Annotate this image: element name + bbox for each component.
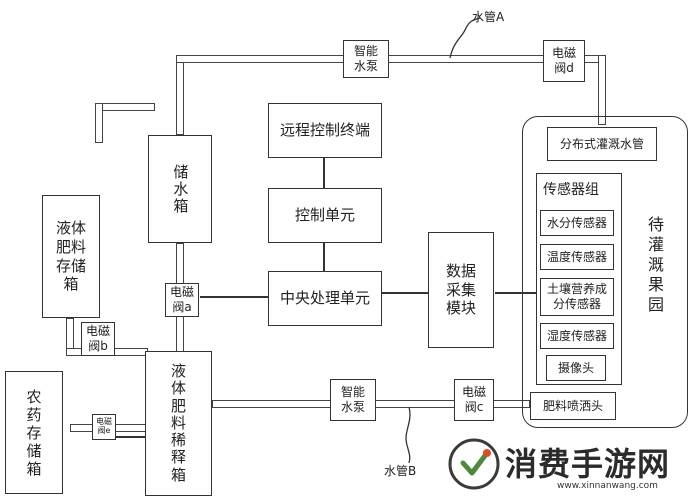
line-cpu-to-valve-a <box>200 296 268 298</box>
remote-terminal: 远程控制终端 <box>268 103 382 158</box>
pipe-tank-left <box>95 103 155 111</box>
remote-terminal-label: 远程控制终端 <box>279 121 370 140</box>
pipe-tank-left-down <box>95 103 103 143</box>
dilution-tank-label: 液体肥料稀释箱 <box>170 362 186 484</box>
watermark-text: 消费手游网 <box>505 445 671 483</box>
cpu-unit: 中央处理单元 <box>268 271 382 326</box>
fertilizer-sprayer-label: 肥料喷洒头 <box>542 398 603 413</box>
watermark: 消费手游网 www.xinnanwang.com <box>445 435 690 497</box>
sensor-soil: 土壤营养成分传感器 <box>540 278 614 316</box>
pipe-b-leader <box>405 406 411 464</box>
sensor-moisture-label: 水分传感器 <box>546 215 607 230</box>
liquid-fert-storage-label: 液体肥料存储箱 <box>55 219 86 294</box>
pump-bottom-label: 智能水泵 <box>340 385 365 414</box>
sensor-humidity: 湿度传感器 <box>540 323 614 349</box>
valve-c-label: 电磁阀c <box>461 385 486 414</box>
valve-a: 电磁阀a <box>165 283 199 317</box>
line-data-to-sensors <box>495 292 537 294</box>
water-tank: 储水箱 <box>148 135 212 243</box>
fertilizer-sprayer: 肥料喷洒头 <box>530 392 616 420</box>
distributed-pipe-label: 分布式灌溉水管 <box>559 136 644 151</box>
pump-top: 智能水泵 <box>343 40 389 78</box>
sensor-group: 传感器组 <box>536 173 622 385</box>
pipe-b-label: 水管B <box>384 464 417 478</box>
dilution-tank: 液体肥料稀释箱 <box>145 351 212 496</box>
cpu-unit-label: 中央处理单元 <box>279 289 370 308</box>
liquid-fert-storage: 液体肥料存储箱 <box>42 195 100 318</box>
orchard-box <box>522 116 688 428</box>
pipe-top-vertical-right <box>598 55 606 125</box>
pump-top-label: 智能水泵 <box>353 44 378 73</box>
watermark-url: www.xinnanwang.com <box>557 481 658 491</box>
valve-b-label: 电磁阀b <box>85 324 110 353</box>
sensor-humidity-label: 湿度传感器 <box>546 328 607 343</box>
valve-d: 电磁阀d <box>543 40 585 82</box>
pipe-top-vertical-left <box>176 55 184 135</box>
valve-e-label: 电磁阀e <box>96 417 112 435</box>
control-unit-label: 控制单元 <box>294 206 355 225</box>
control-unit: 控制单元 <box>268 188 382 243</box>
valve-e: 电磁阀e <box>92 414 116 440</box>
line-cpu-to-data <box>380 292 428 294</box>
pipe-a-label: 水管A <box>472 10 505 24</box>
pipe-a-leader <box>449 17 481 59</box>
valve-b: 电磁阀b <box>81 322 115 356</box>
line-remote-to-control <box>323 158 325 188</box>
sensor-group-title: 传感器组 <box>543 182 599 198</box>
watermark-logo-icon <box>448 438 500 490</box>
valve-c: 电磁阀c <box>454 379 494 421</box>
data-module-label: 数据采集模块 <box>445 261 476 318</box>
sensor-moisture: 水分传感器 <box>540 210 614 236</box>
sensor-soil-label: 土壤营养成分传感器 <box>546 282 607 311</box>
sensor-camera-label: 摄像头 <box>557 360 594 375</box>
orchard-side-label: 待灌溉果园 <box>645 216 664 316</box>
sensor-temperature-label: 温度传感器 <box>546 249 607 264</box>
water-tank-label: 储水箱 <box>171 163 190 215</box>
pump-bottom: 智能水泵 <box>330 379 376 421</box>
sensor-temperature: 温度传感器 <box>540 244 614 270</box>
pesticide-storage: 农药存储箱 <box>5 371 63 494</box>
sensor-camera: 摄像头 <box>546 355 606 381</box>
valve-a-label: 电磁阀a <box>169 285 194 314</box>
pipe-top-horizontal <box>176 55 606 63</box>
pesticide-storage-label: 农药存储箱 <box>26 387 42 478</box>
distributed-pipe: 分布式灌溉水管 <box>547 127 657 161</box>
valve-d-label: 电磁阀d <box>551 46 576 75</box>
data-module: 数据采集模块 <box>428 232 494 348</box>
line-valve-e-wire <box>116 436 148 438</box>
line-control-to-cpu <box>323 243 325 271</box>
